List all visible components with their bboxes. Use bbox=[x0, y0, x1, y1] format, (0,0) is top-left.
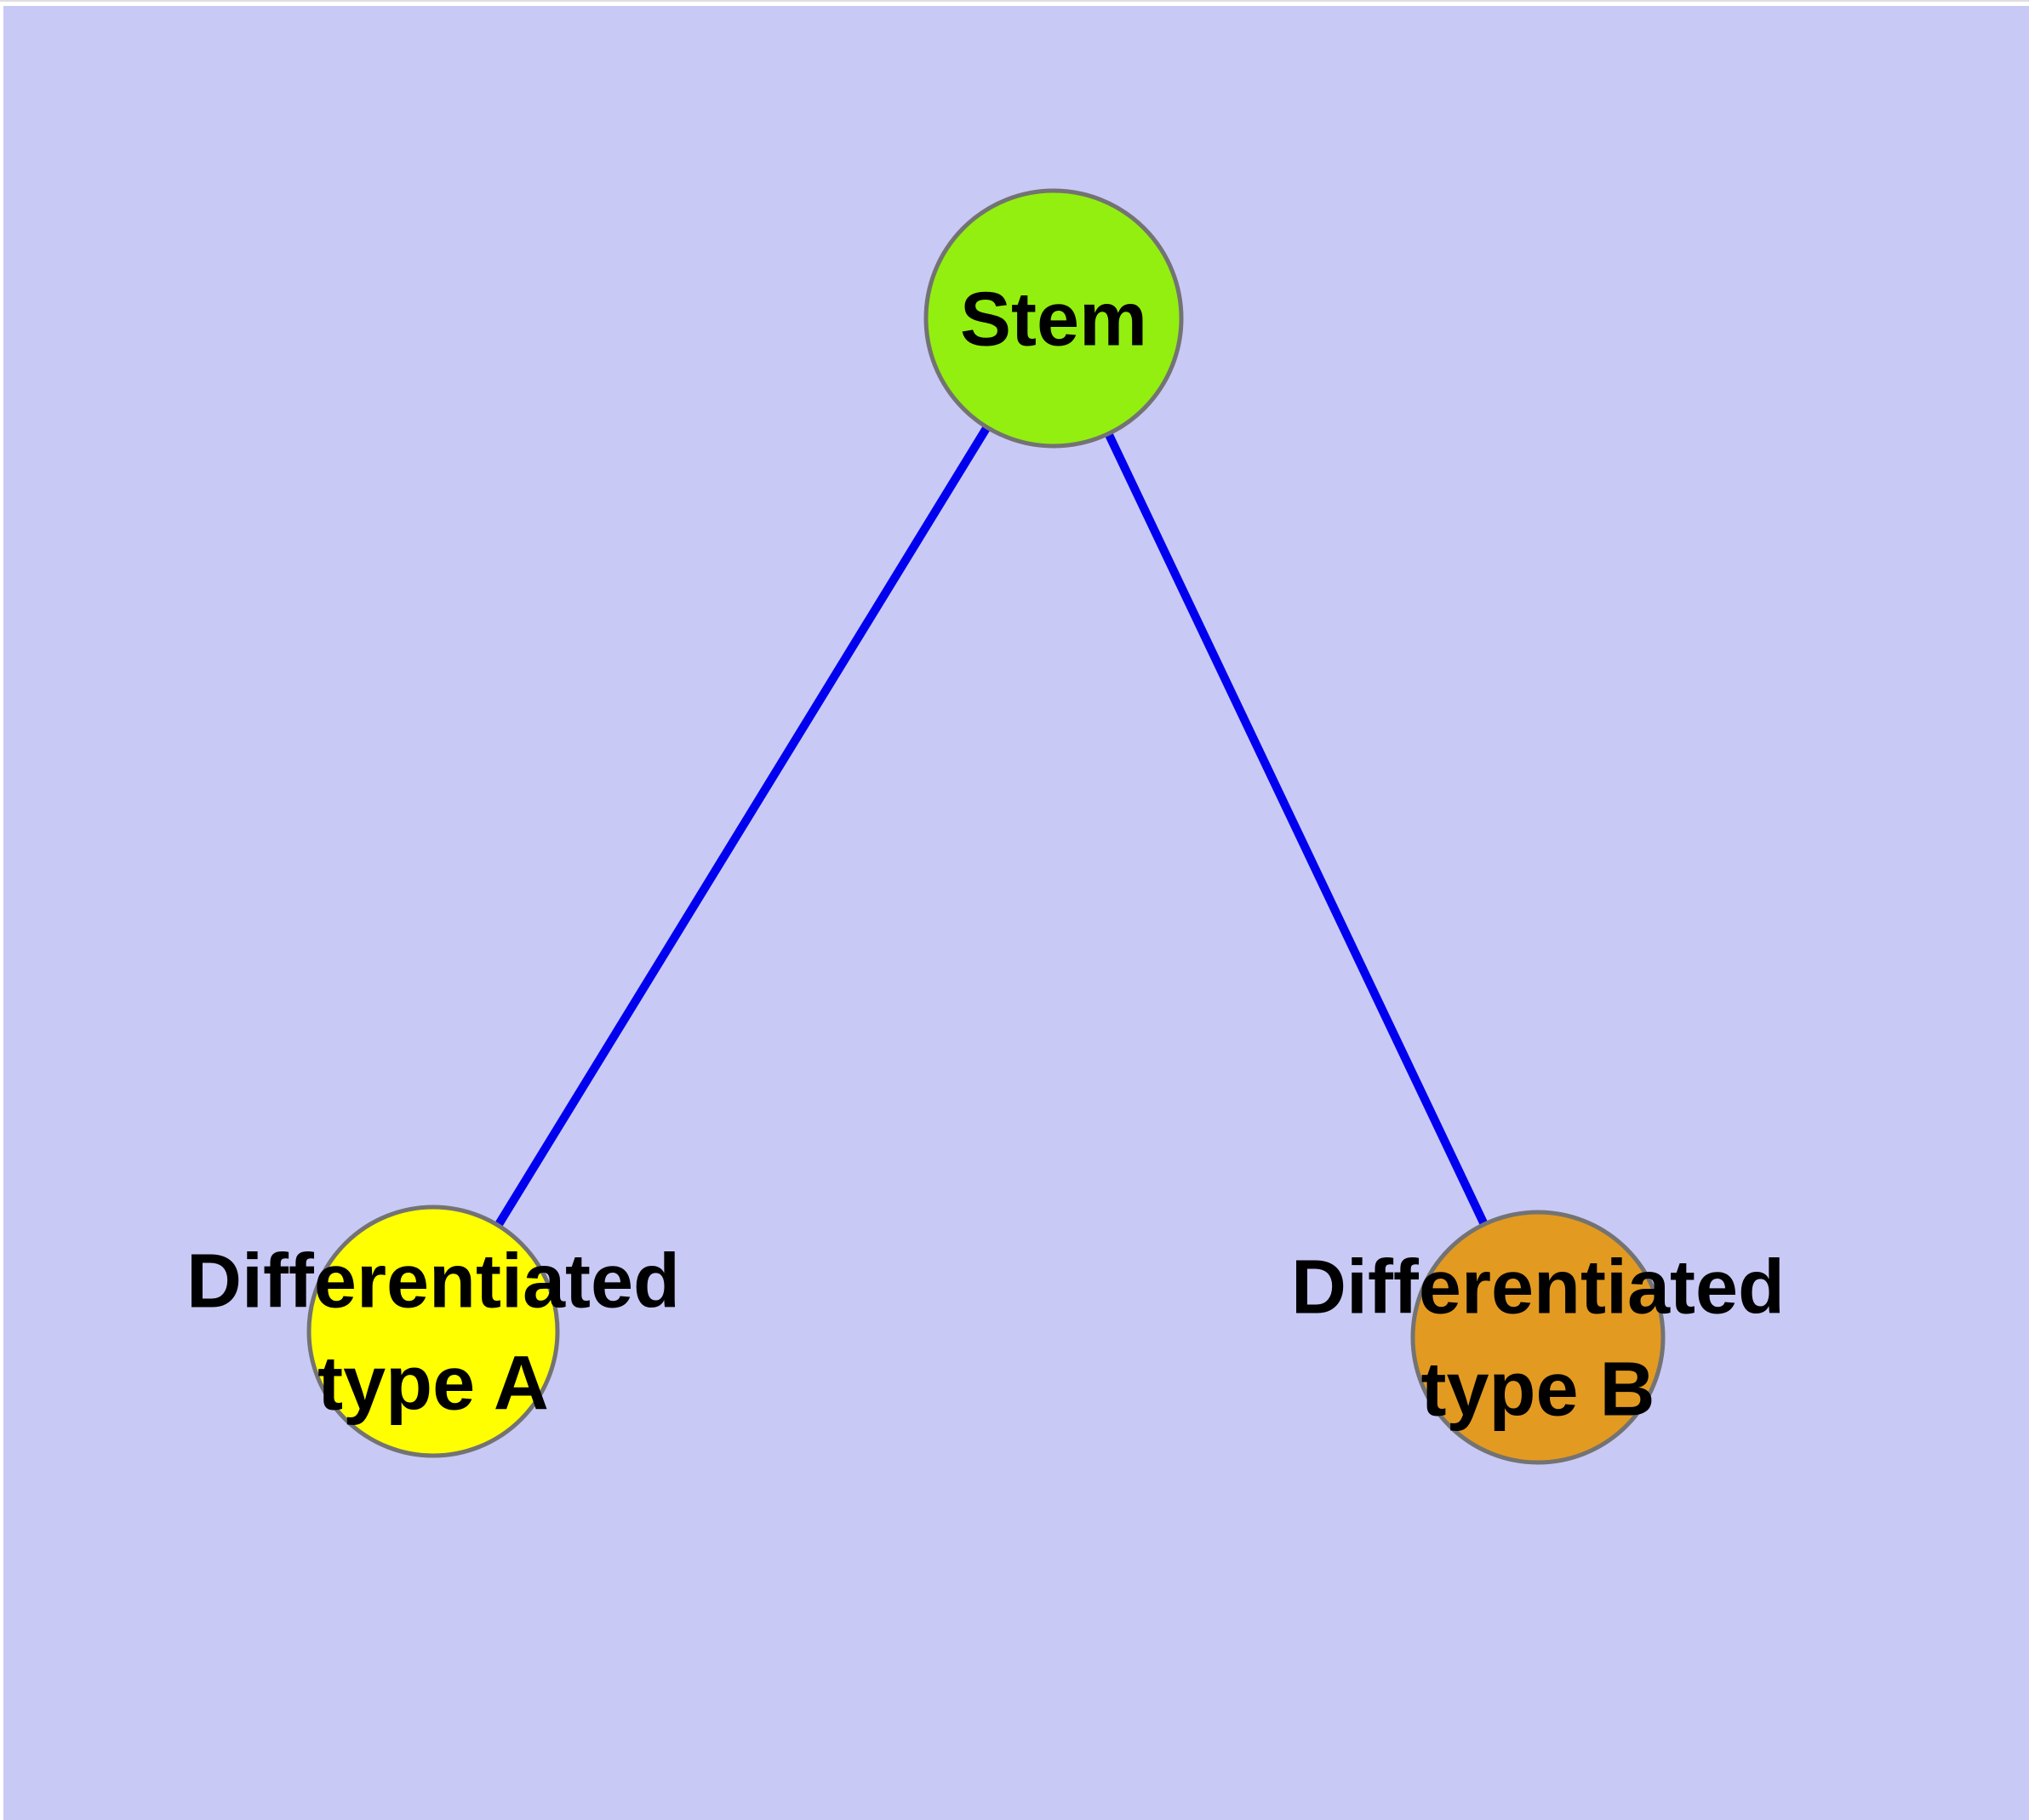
edge-stem-to-diff-type-b bbox=[1049, 316, 1542, 1340]
node-diff-type-a-label-line-2: type A bbox=[317, 1342, 549, 1427]
edge-stem-to-diff-type-a bbox=[429, 316, 1058, 1334]
node-stem-label: Stem bbox=[960, 278, 1147, 363]
node-diff-type-a-label-line-1: Differentiated bbox=[186, 1239, 680, 1325]
node-stem-circle bbox=[923, 188, 1184, 449]
node-diff-type-b-label-line-1: Differentiated bbox=[1291, 1245, 1785, 1331]
node-diff-type-b-circle bbox=[1410, 1210, 1666, 1465]
node-diff-type-b-label-line-2: type B bbox=[1420, 1348, 1655, 1433]
node-diff-type-b-label: Differentiated type B bbox=[1291, 1245, 1785, 1433]
node-diff-type-a-label: Differentiated type A bbox=[186, 1239, 680, 1427]
node-diff-type-a-circle bbox=[306, 1205, 560, 1458]
node-stem-label-line-1: Stem bbox=[960, 278, 1147, 363]
top-hairline bbox=[0, 0, 2029, 2]
